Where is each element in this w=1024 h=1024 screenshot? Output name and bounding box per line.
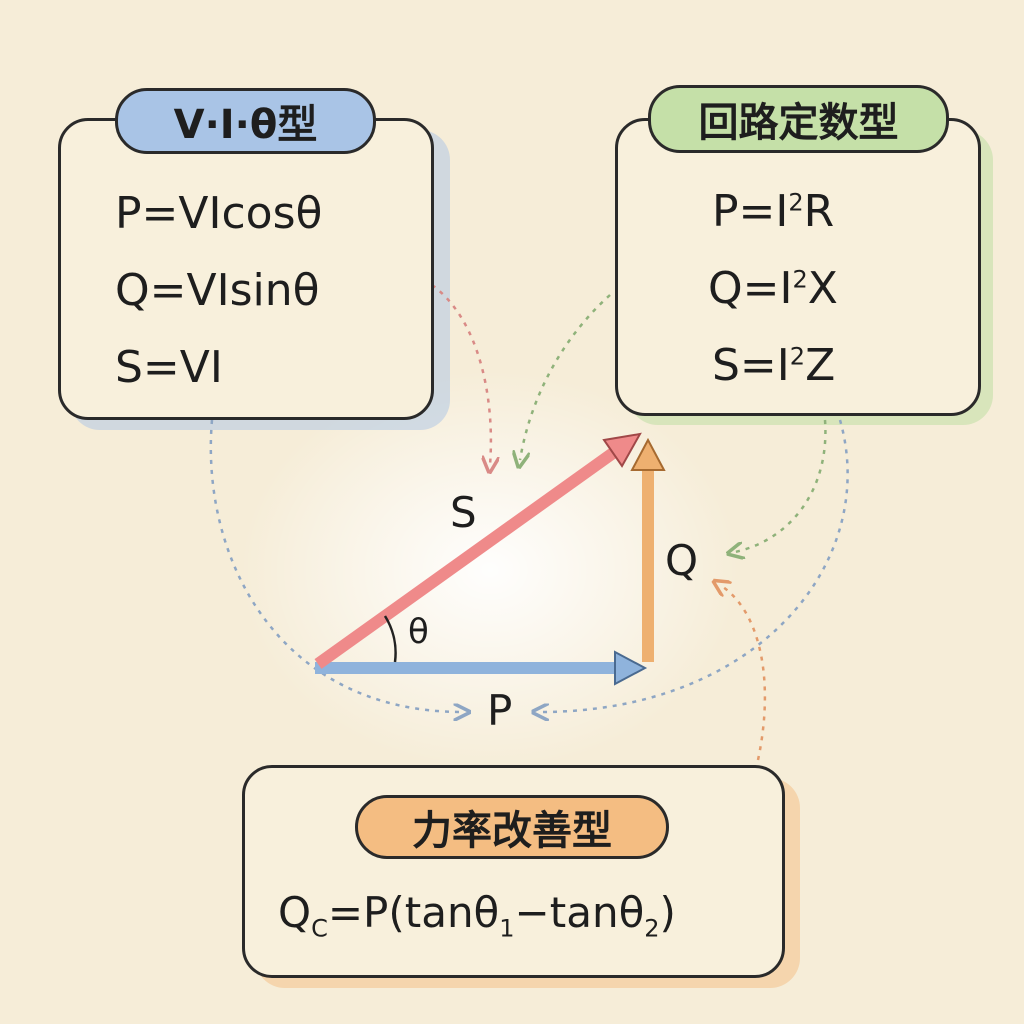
q-arrowhead [630,437,666,471]
circuit-formula-p: P=I2R [712,186,834,237]
circuit-title: 回路定数型 [698,100,899,146]
label-q: Q [665,536,699,585]
formula-lhs: P=I [712,186,789,237]
s-arrow [314,443,624,669]
pf-formula: QC=P(tanθ1−tanθ2) [278,888,676,942]
s-arrowhead [602,432,642,468]
formula-rhs: R [803,186,835,237]
dashed-arrow-circuit-to-s [520,294,611,460]
label-theta: θ [408,612,429,652]
label-p: P [487,686,513,735]
vit-formula-s: S=VI [115,342,223,393]
vit-formula-q: Q=VIsinθ [115,265,320,316]
p-arrowhead [614,650,648,686]
formula-part: =P(tanθ [327,888,500,937]
formula-part: Q [278,888,312,937]
vit-formula-p: P=VIcosθ [115,188,323,239]
vit-title-pill: V·I·θ型 [115,88,376,154]
superscript: 2 [792,265,808,294]
subscript: 1 [499,914,515,943]
circuit-formula-s: S=I2Z [712,340,835,391]
superscript: 2 [789,342,806,371]
dashed-arrow-circuit-to-q [735,419,827,552]
dashed-arrow-vit-to-s [431,283,491,465]
circuit-title-pill: 回路定数型 [648,85,949,153]
pf-title-pill: 力率改善型 [355,795,669,859]
formula-lhs: Q=I [708,263,793,314]
superscript: 2 [788,188,804,217]
label-s: S [450,488,477,537]
formula-lhs: S=I [712,340,790,391]
theta-arc [383,615,397,663]
subscript: 2 [644,914,660,943]
pf-title: 力率改善型 [412,808,612,854]
vit-title: V·I·θ型 [173,102,318,148]
formula-part: −tanθ [514,888,645,937]
dashed-arrow-pf-to-q [720,585,767,761]
formula-rhs: X [807,263,838,314]
circuit-formula-q: Q=I2X [708,263,838,314]
subscript: C [311,914,328,943]
power-triangle [314,432,666,686]
formula-part: ) [659,888,676,937]
formula-rhs: Z [805,340,836,391]
dashed-arrow-circuit-to-p [540,419,849,712]
